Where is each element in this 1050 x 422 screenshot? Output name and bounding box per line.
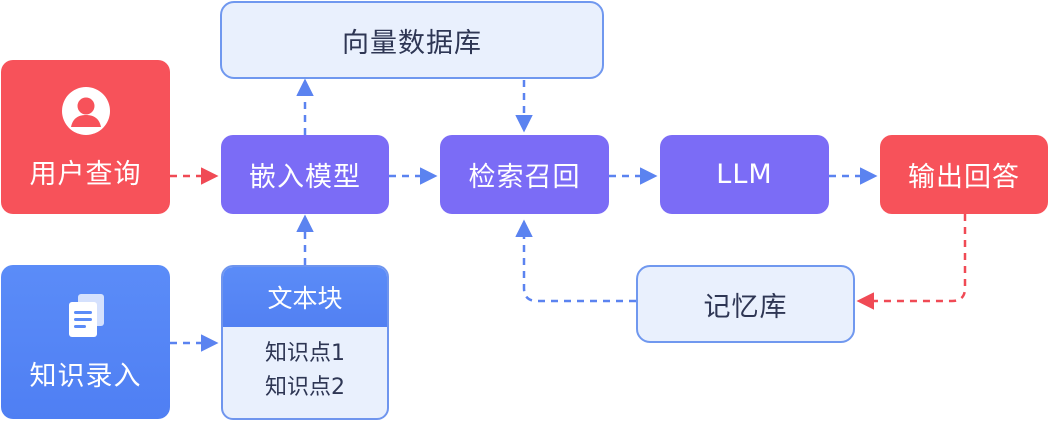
user-query-label: 用户查询	[29, 158, 142, 190]
knowledge-point-item: 知识点1	[265, 341, 345, 366]
retrieval-box: 检索召回	[440, 135, 609, 214]
arrow-output-to-memory	[856, 214, 967, 310]
text-chunk-label: 文本块	[267, 284, 343, 313]
vector-database-box: 向量数据库	[220, 1, 604, 79]
output-answer-box: 输出回答	[880, 135, 1048, 214]
embedding-model-label: 嵌入模型	[249, 162, 361, 193]
user-query-card: 用户查询	[1, 60, 170, 214]
knowledge-point-item: 知识点2	[265, 375, 345, 400]
llm-label: LLM	[716, 159, 773, 190]
llm-box: LLM	[660, 135, 829, 214]
arrow-memory-to-retrieval	[515, 219, 636, 303]
embedding-model-box: 嵌入模型	[221, 135, 389, 214]
knowledge-input-card: 知识录入	[1, 265, 170, 419]
user-avatar-icon	[59, 84, 113, 138]
retrieval-label: 检索召回	[468, 162, 581, 193]
knowledge-input-label: 知识录入	[29, 360, 142, 392]
memory-store-box: 记忆库	[636, 265, 855, 343]
vector-database-label: 向量数据库	[342, 27, 482, 59]
output-answer-label: 输出回答	[908, 162, 1020, 193]
text-chunk-header: 文本块	[223, 267, 387, 327]
memory-store-label: 记忆库	[703, 291, 788, 323]
knowledge-point-list: 知识点1 知识点2	[223, 327, 387, 405]
document-icon	[64, 292, 108, 340]
text-chunk-box: 文本块 知识点1 知识点2	[221, 265, 389, 420]
